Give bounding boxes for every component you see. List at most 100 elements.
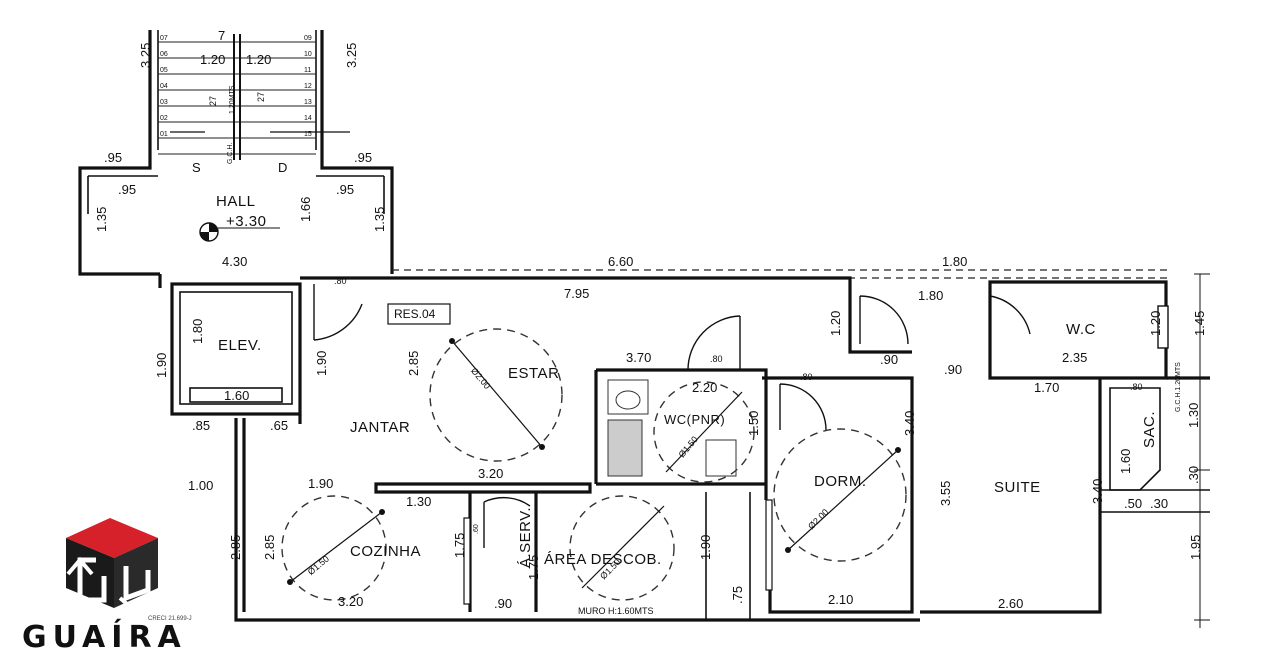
dim-080-d: .80 <box>1130 382 1143 392</box>
dim-080-c: .80 <box>800 372 813 382</box>
dim-340-a: 3.40 <box>902 411 917 436</box>
dim-325-left: 3.25 <box>138 43 153 68</box>
dim-085: .85 <box>192 418 210 433</box>
cozinha-label: COZINHA <box>350 543 421 560</box>
dim-190-area: 1.90 <box>698 535 713 560</box>
dim-130: 1.30 <box>1186 403 1201 428</box>
dorm-label: DORM. <box>814 473 867 490</box>
dim-27-a: 27 <box>208 96 218 106</box>
stair-d: D <box>278 160 287 175</box>
dim-166: 1.66 <box>298 197 313 222</box>
dim-180-elev: 1.80 <box>190 319 205 344</box>
stairwell: 07 06 05 04 03 02 01 09 10 11 12 13 14 1… <box>78 28 394 232</box>
elev-label: ELEV. <box>218 337 262 354</box>
dim-660: 6.60 <box>608 254 633 269</box>
dim-135-right: 1.35 <box>372 207 387 232</box>
dim-095-br: .95 <box>336 182 354 197</box>
dim-320-a: 3.20 <box>478 466 503 481</box>
dim-160-elev: 1.60 <box>224 388 249 403</box>
dim-100: 1.00 <box>188 478 213 493</box>
circle-cozinha-label: Ø1.50 <box>306 554 331 577</box>
stair-step-7: 07 <box>160 35 168 42</box>
circle-wc-label: Ø1.50 <box>677 434 700 459</box>
dim-090-b: .90 <box>944 362 962 377</box>
apartment-walls <box>234 280 1210 622</box>
dim-120mts: 1.20MTS <box>229 85 236 114</box>
stair-step-1: 01 <box>160 131 168 138</box>
a-serv-label: Á.SERV. <box>517 507 534 568</box>
dim-320-b: 3.20 <box>338 594 363 609</box>
muro-note: MURO H:1.60MTS <box>578 606 654 616</box>
dim-220: 2.20 <box>692 380 717 395</box>
level-marker-icon <box>199 222 280 242</box>
dim-325-right: 3.25 <box>344 43 359 68</box>
elevator: ELEV. 1.60 1.80 1.90 1.90 .85 .65 <box>154 282 329 433</box>
dim-030-b: .30 <box>1186 466 1201 484</box>
dim-260: 2.60 <box>998 596 1023 611</box>
dim-095-tl: .95 <box>104 150 122 165</box>
stair-step-6: 06 <box>160 51 168 58</box>
dim-355: 3.55 <box>938 481 953 506</box>
dim-050: .50 <box>1124 496 1142 511</box>
dim-120-c: 1.20 <box>828 311 843 336</box>
stair-step-4: 04 <box>160 83 168 90</box>
dim-gch-stair: G.C.H. <box>227 143 234 164</box>
hall-level: +3.30 <box>226 213 266 230</box>
stair-step-2: 02 <box>160 115 168 122</box>
suite-label: SUITE <box>994 479 1041 496</box>
stair-step-r12: 12 <box>304 83 312 90</box>
circle-dorm-label: Ø2.00 <box>806 507 830 531</box>
dim-175: 1.75 <box>452 533 467 558</box>
dim-190-left: 1.90 <box>154 353 169 378</box>
wc-fixtures <box>607 379 737 477</box>
dim-stair-width-b: 1.20 <box>246 52 271 67</box>
stair-s: S <box>192 160 201 175</box>
room-labels: RES.04 ESTAR JANTAR WC(PNR) DORM. SUITE … <box>350 303 1158 568</box>
dim-285-b: 2.85 <box>228 535 243 560</box>
dim-080-b: .80 <box>710 354 723 364</box>
dim-175-b: 1.75 <box>526 555 541 580</box>
stair-step-r15: 15 <box>304 131 312 138</box>
gch-sac: G.C.H.1.20MTS <box>1175 362 1182 412</box>
stair-step-r11: 11 <box>304 67 311 74</box>
dim-080-entry: .80 <box>334 276 347 286</box>
dim-090-c: .90 <box>494 596 512 611</box>
wc-pnr-label: WC(PNR) <box>664 412 725 427</box>
dim-210: 2.10 <box>828 592 853 607</box>
guaira-logo-icon <box>66 518 158 612</box>
stair-step-r9: 09 <box>304 35 312 42</box>
dim-120-d: 1.20 <box>1148 311 1163 336</box>
dim-190-mid: 1.90 <box>314 351 329 376</box>
dim-235: 2.35 <box>1062 350 1087 365</box>
dim-430: 4.30 <box>222 254 247 269</box>
stair-treads <box>158 34 350 160</box>
windows <box>463 305 1169 605</box>
dim-130-b: 1.30 <box>406 494 431 509</box>
creci-number: CRECI 21.699-J <box>148 616 192 622</box>
res-label: RES.04 <box>394 307 436 321</box>
dim-7: 7 <box>218 28 225 43</box>
dim-095-bl: .95 <box>118 182 136 197</box>
stair-step-5: 05 <box>160 67 168 74</box>
dim-180-b: 1.80 <box>918 288 943 303</box>
dim-285-a: 2.85 <box>406 351 421 376</box>
dim-370: 3.70 <box>626 350 651 365</box>
dim-180-top: 1.80 <box>942 254 967 269</box>
dimensions: 1.80 1.20 1.20 1.45 2.85 3.70 .80 2.20 .… <box>188 288 1207 616</box>
brand-name: GUAÍRA <box>22 620 187 655</box>
dim-285-c: 2.85 <box>262 535 277 560</box>
dim-075: .75 <box>730 586 745 604</box>
dim-090-a: .90 <box>880 352 898 367</box>
dim-stair-width-a: 1.20 <box>200 52 225 67</box>
dim-195: 1.95 <box>1188 535 1203 560</box>
dim-160-b: 1.60 <box>1118 449 1133 474</box>
dim-030: .30 <box>1150 496 1168 511</box>
dim-795: 7.95 <box>564 286 589 301</box>
dim-170: 1.70 <box>1034 380 1059 395</box>
dim-135-left: 1.35 <box>94 207 109 232</box>
hall: HALL +3.30 4.30 <box>78 193 394 276</box>
right-dimension-rail <box>1194 273 1210 628</box>
top-boundary: 6.60 1.80 7.95 .80 <box>158 254 1170 344</box>
estar-label: ESTAR <box>508 365 559 382</box>
